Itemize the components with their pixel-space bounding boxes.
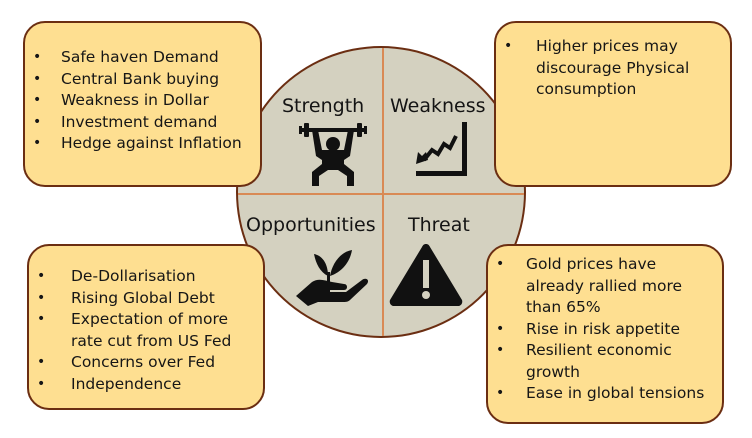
vertical-divider xyxy=(382,48,384,336)
opportunities-box: De-Dollarisation Rising Global Debt Expe… xyxy=(27,244,265,410)
opportunities-list: De-Dollarisation Rising Global Debt Expe… xyxy=(29,266,253,395)
hand-with-plant-icon xyxy=(296,250,369,306)
horizontal-divider xyxy=(238,193,524,195)
swot-circle: Strength Weakness Opportunities Threat xyxy=(236,46,526,338)
list-item: Investment demand xyxy=(25,112,260,134)
list-item: Resilient economic growth xyxy=(488,340,712,383)
threat-box: Gold prices have already rallied more th… xyxy=(486,244,724,424)
list-item: Hedge against Inflation xyxy=(25,133,260,155)
declining-chart-icon xyxy=(416,122,467,176)
list-item: Concerns over Fed xyxy=(29,352,253,374)
list-item: Ease in global tensions xyxy=(488,383,712,405)
weakness-list: Higher prices may discourage Physical co… xyxy=(496,36,716,101)
strength-list: Safe haven Demand Central Bank buying We… xyxy=(25,47,260,155)
weightlifter-icon xyxy=(299,123,367,186)
list-item: Weakness in Dollar xyxy=(25,90,260,112)
strength-box: Safe haven Demand Central Bank buying We… xyxy=(23,21,262,187)
strength-title: Strength xyxy=(282,95,365,117)
list-item: Central Bank buying xyxy=(25,69,260,91)
list-item: Expectation of more rate cut from US Fed xyxy=(29,309,253,352)
opportunities-title: Opportunities xyxy=(246,214,376,236)
list-item: Independence xyxy=(29,374,253,396)
warning-triangle-icon xyxy=(389,244,463,306)
threat-title: Threat xyxy=(408,214,470,236)
weakness-box: Higher prices may discourage Physical co… xyxy=(494,21,732,187)
list-item: Rising Global Debt xyxy=(29,288,253,310)
list-item: De-Dollarisation xyxy=(29,266,253,288)
list-item: Rise in risk appetite xyxy=(488,319,712,341)
list-item: Gold prices have already rallied more th… xyxy=(488,254,712,319)
list-item: Safe haven Demand xyxy=(25,47,260,69)
threat-list: Gold prices have already rallied more th… xyxy=(488,254,712,405)
weakness-title: Weakness xyxy=(390,95,486,117)
list-item: Higher prices may discourage Physical co… xyxy=(496,36,716,101)
